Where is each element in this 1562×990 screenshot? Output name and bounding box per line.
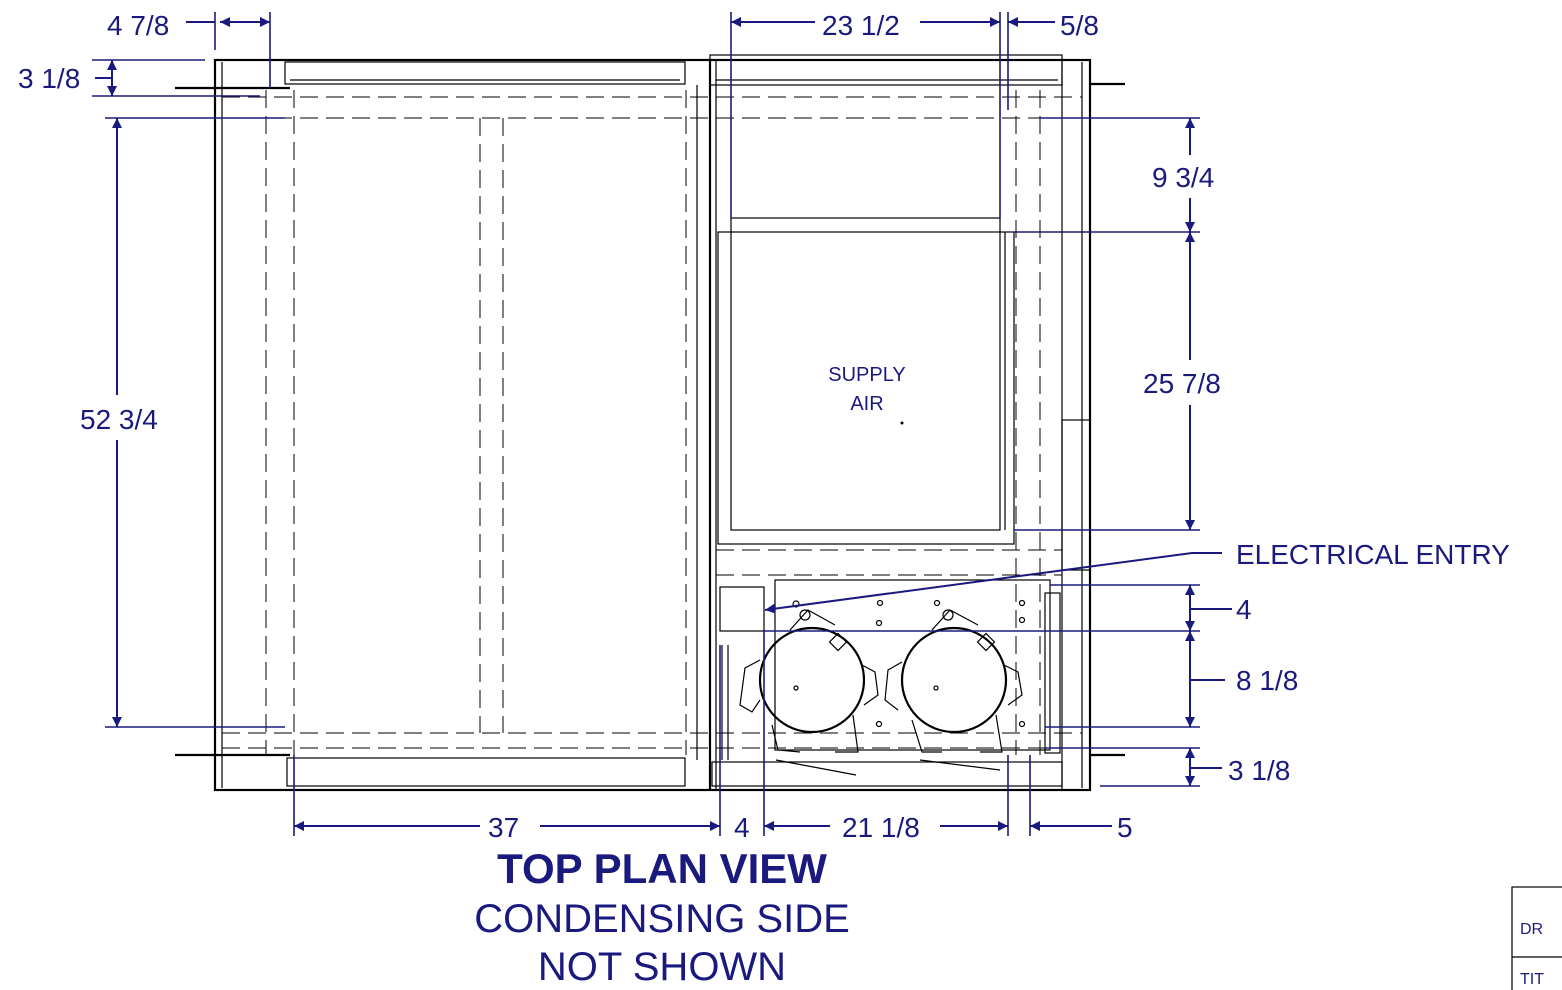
dim-electrical-offset: 4	[1236, 594, 1252, 625]
title-block	[1511, 886, 1562, 990]
title-block-row2: TIT	[1520, 971, 1544, 988]
dim-supply-right-offset: 5/8	[1060, 10, 1099, 41]
hidden-lines	[222, 90, 1082, 755]
title-block-row1: DR	[1520, 921, 1543, 938]
unit-outline	[175, 54, 1125, 792]
dim-top-left-height: 3 1/8	[18, 63, 80, 94]
dim-bottom-compressor-width: 21 1/8	[842, 812, 920, 843]
dim-compressor-height: 8 1/8	[1236, 665, 1298, 696]
drawing-subtitle-line2: NOT SHOWN	[538, 945, 786, 989]
drawing-subtitle-line1: CONDENSING SIDE	[474, 897, 850, 941]
dimension-lines	[92, 12, 1232, 836]
dim-bottom-gap: 4	[734, 812, 750, 843]
dim-top-left-width: 4 7/8	[107, 10, 169, 41]
dim-supply-width: 23 1/2	[822, 10, 900, 41]
dim-bottom-right-height: 3 1/8	[1228, 755, 1290, 786]
electrical-entry-label: ELECTRICAL ENTRY	[1236, 539, 1510, 570]
supply-air-label-line2: AIR	[850, 393, 883, 415]
dim-supply-height: 25 7/8	[1143, 368, 1221, 399]
supply-air-opening	[717, 217, 1015, 545]
dim-bottom-left-width: 37	[488, 812, 519, 843]
compressor-right	[884, 609, 1023, 771]
dim-overall-depth: 52 3/4	[80, 404, 158, 435]
compressor-section	[719, 579, 1061, 760]
drawing-title: TOP PLAN VIEW	[497, 845, 827, 892]
dim-supply-top-offset: 9 3/4	[1152, 162, 1214, 193]
dim-bottom-right-width: 5	[1117, 812, 1133, 843]
compressor-left	[739, 609, 879, 776]
supply-air-label-line1: SUPPLY	[828, 364, 905, 386]
